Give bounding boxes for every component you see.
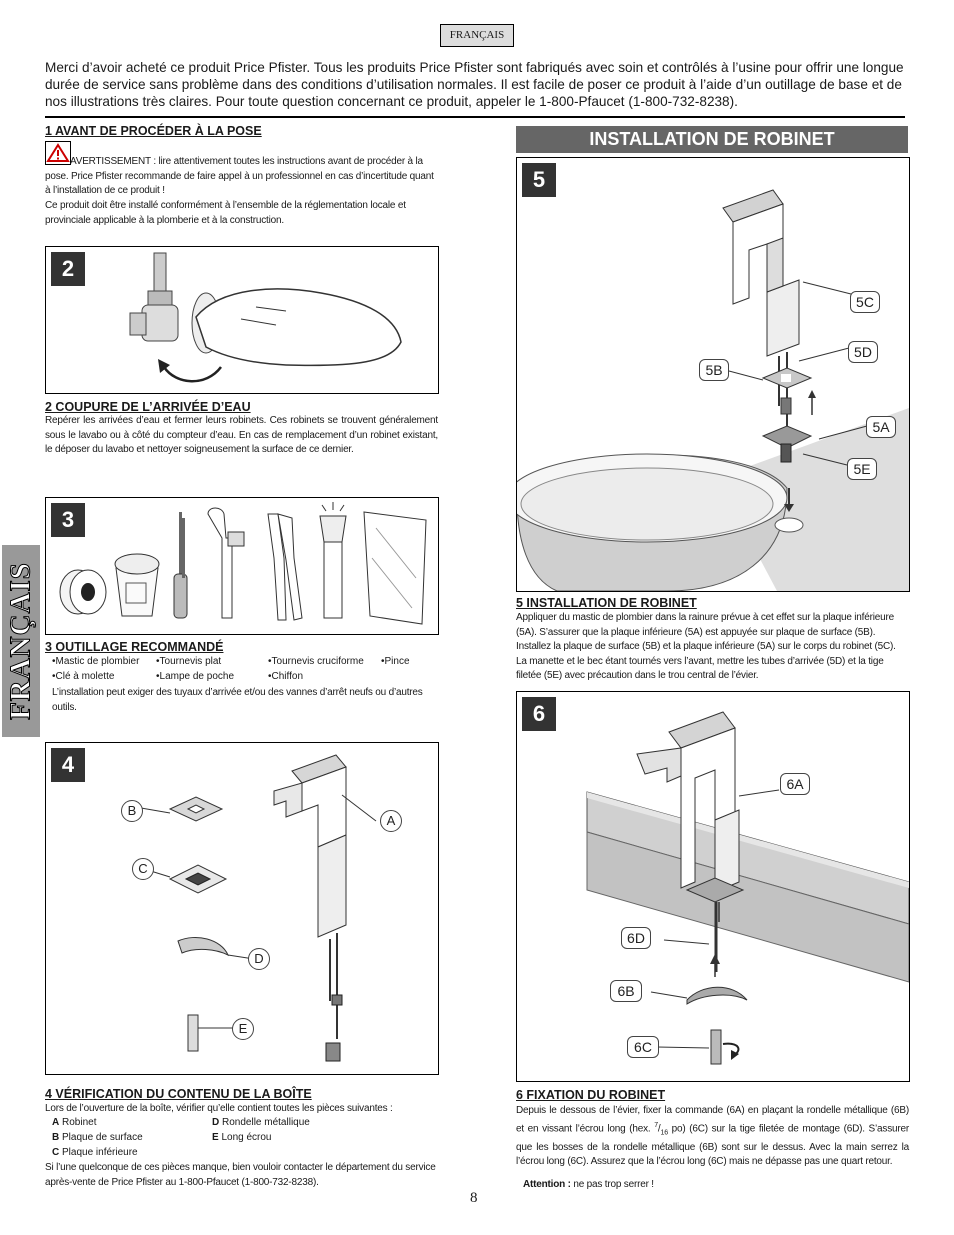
tool-item: •Clé à molette — [52, 671, 115, 682]
section-1-heading: 1 AVANT DE PROCÉDER À LA POSE — [45, 124, 262, 138]
regulation-note: Ce produit doit être installé conforméme… — [45, 200, 406, 226]
section-6-heading: 6 FIXATION DU ROBINET — [516, 1088, 666, 1102]
step-6-illustration: 6 6A 6D 6B 6C — [516, 691, 910, 1082]
surface-plate-drawing — [140, 796, 224, 822]
step-2-illustration: 2 — [45, 246, 439, 394]
phillips-screwdriver-icon — [182, 518, 185, 578]
part-item: A Robinet — [52, 1117, 97, 1128]
shutoff-valve-drawing — [129, 252, 402, 383]
bottom-plate-drawing — [140, 864, 228, 894]
header-divider — [45, 116, 905, 118]
long-nut-drawing — [187, 1014, 236, 1052]
intro-paragraph: Merci d’avoir acheté ce produit Price Pf… — [45, 60, 904, 109]
section-2-text: Repérer les arrivées d’eau et fermer leu… — [45, 415, 438, 456]
part-item: C Plaque inférieure — [52, 1147, 138, 1158]
label-b: B — [121, 800, 143, 822]
tool-item: •Tournevis cruciforme — [268, 656, 364, 667]
faucet-installation-drawing — [517, 189, 909, 591]
vessel-sink-drawing — [517, 453, 788, 591]
page-number: 8 — [470, 1190, 478, 1206]
warning-text: AVERTISSEMENT : lire attentivement toute… — [45, 156, 434, 197]
label-6a: 6A — [780, 773, 810, 795]
label-5c: 5C — [850, 291, 880, 313]
label-6b: 6B — [610, 980, 642, 1002]
label-d: D — [248, 948, 270, 970]
section-3-heading: 3 OUTILLAGE RECOMMANDÉ — [45, 640, 224, 654]
label-5a: 5A — [866, 416, 896, 438]
step-4-illustration: 4 B A C — [45, 742, 439, 1075]
side-language-tab: FRANÇAIS — [2, 545, 40, 737]
faucet-body-drawing — [722, 189, 800, 357]
rag-icon — [363, 511, 427, 625]
box-contents-drawing — [140, 754, 377, 1062]
side-tab-label: FRANÇAIS — [4, 562, 37, 721]
tool-item: •Pince — [381, 656, 410, 667]
language-tag: FRANÇAIS — [440, 24, 514, 47]
label-e: E — [232, 1018, 254, 1040]
section-3-text: L’installation peut exiger des tuyaux d’… — [52, 687, 423, 713]
metal-washer-drawing — [686, 986, 748, 1005]
step-6-badge: 6 — [522, 697, 556, 731]
flashlight-icon — [319, 502, 347, 619]
section-4-footer: Si l’une quelconque de ces pièces manque… — [45, 1162, 436, 1188]
attention-note: Attention : ne pas trop serrer ! — [523, 1179, 654, 1190]
section-6-text: Depuis le dessous de l’évier, fixer la c… — [516, 1105, 909, 1168]
step-4-badge: 4 — [51, 748, 85, 782]
step-5-illustration: 5 5C 5D 5B 5A 5E — [516, 157, 910, 592]
label-5e: 5E — [847, 458, 877, 480]
tool-item: •Mastic de plombier — [52, 656, 140, 667]
section-4-heading: 4 VÉRIFICATION DU CONTENU DE LA BOÎTE — [45, 1087, 312, 1101]
section-5-text: Appliquer du mastic de plombier dans la … — [516, 612, 896, 682]
step-5-badge: 5 — [522, 163, 556, 197]
warning-icon — [45, 141, 71, 165]
step-2-badge: 2 — [51, 252, 85, 286]
label-5d: 5D — [848, 341, 878, 363]
label-c: C — [132, 858, 154, 880]
part-item: B Plaque de surface — [52, 1132, 143, 1143]
tool-item: •Tournevis plat — [156, 656, 222, 667]
faucet-drawing — [273, 754, 347, 1062]
metal-washer-drawing — [177, 937, 255, 960]
flat-screwdriver-icon — [173, 512, 188, 619]
teflon-tape-icon — [59, 569, 107, 615]
faucet-mounting-drawing — [586, 711, 909, 1065]
label-6c: 6C — [627, 1036, 659, 1058]
section-5-heading: 5 INSTALLATION DE ROBINET — [516, 596, 697, 610]
plumbers-putty-icon — [114, 553, 160, 617]
installation-banner: INSTALLATION DE ROBINET — [516, 126, 908, 153]
faucet-body-drawing — [636, 711, 740, 893]
label-5b: 5B — [699, 359, 729, 381]
section-4-intro: Lors de l’ouverture de la boîte, vérifie… — [45, 1103, 393, 1114]
step-3-badge: 3 — [51, 503, 85, 537]
countertop-drawing — [586, 791, 909, 983]
label-6d: 6D — [621, 927, 651, 949]
step-3-illustration: 3 — [45, 497, 439, 635]
tool-item: •Chiffon — [268, 671, 304, 682]
part-item: E Long écrou — [212, 1132, 272, 1143]
part-item: D Rondelle métallique — [212, 1117, 310, 1128]
label-a: A — [380, 810, 402, 832]
tools-drawing — [59, 502, 427, 625]
adjustable-wrench-icon — [207, 507, 245, 619]
pliers-icon — [267, 513, 303, 621]
section-2-heading: 2 COUPURE DE L’ARRIVÉE D’EAU — [45, 400, 251, 414]
tool-item: •Lampe de poche — [156, 671, 235, 682]
